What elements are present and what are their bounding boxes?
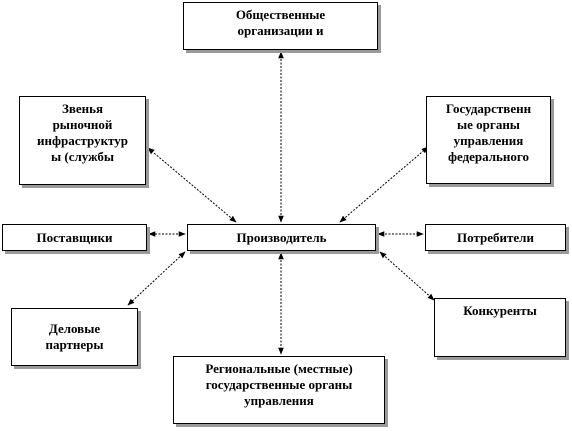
link-center-business-partners [127,251,186,306]
node-market-infrastructure: Звенья рыночной инфраструктур ы (службы [19,96,146,185]
link-center-competitors [379,251,435,301]
node-competitors: Конкуренты [434,298,566,357]
node-suppliers: Поставщики [2,224,147,251]
link-center-market-infra [147,147,237,223]
node-federal-government: Государственн ые органы управления федер… [426,96,551,184]
node-business-partners: Деловые партнеры [11,308,138,366]
node-producer: Производитель [187,224,376,251]
node-regional-government: Региональные (местные) государственные о… [173,356,385,424]
node-public-organizations: Общественные организации и [183,2,378,50]
node-consumers: Потребители [425,224,566,251]
link-center-federal-gov [339,146,429,223]
